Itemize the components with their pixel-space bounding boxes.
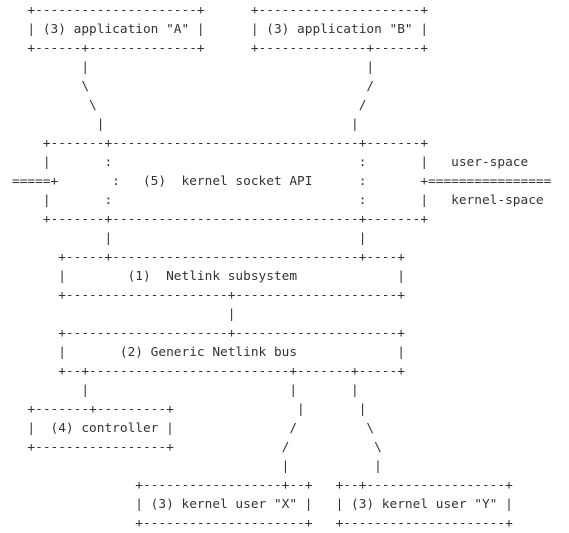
diagram-line: | : : | kernel-space: [12, 193, 544, 208]
diagram-line: +-----+--------------------------------+…: [12, 250, 405, 265]
diagram-line: | |: [12, 459, 382, 474]
diagram-line: | |: [12, 231, 367, 246]
diagram-line: +------+--------------+ +--------------+…: [12, 41, 429, 56]
diagram-line: | : : | user-space: [12, 155, 529, 170]
diagram-line: +--+--------------------------+-------+-…: [12, 364, 405, 379]
diagram-line: | (4) controller | / \: [12, 421, 375, 436]
diagram-line: | | |: [12, 383, 359, 398]
diagram-line: \ /: [12, 79, 375, 94]
diagram-line: | (3) application "A" | | (3) applicatio…: [12, 22, 429, 37]
diagram-line: +---------------------+ +---------------…: [12, 516, 513, 531]
diagram-line: +---------------------+-----------------…: [12, 326, 405, 341]
diagram-line: +---------------------+ +---------------…: [12, 3, 429, 18]
diagram-line: +-----------------+ / \: [12, 440, 382, 455]
diagram-line: +-------+---------+ | |: [12, 402, 367, 417]
diagram-line: | |: [12, 117, 359, 132]
diagram-line: +------------------+--+ +--+------------…: [12, 478, 513, 493]
diagram-line: +---------------------+-----------------…: [12, 288, 405, 303]
diagram-line: \ /: [12, 98, 367, 113]
diagram-line: |: [12, 307, 236, 322]
diagram-line: | (3) kernel user "X" | | (3) kernel use…: [12, 497, 513, 512]
diagram-line: | (2) Generic Netlink bus |: [12, 345, 405, 360]
netlink-architecture-diagram: +---------------------+ +---------------…: [12, 1, 551, 533]
diagram-line: =====+ : (5) kernel socket API : +======…: [12, 174, 552, 189]
diagram-line: | |: [12, 60, 375, 75]
diagram-line: | (1) Netlink subsystem |: [12, 269, 405, 284]
diagram-line: +-------+-------------------------------…: [12, 136, 429, 151]
diagram-line: +-------+-------------------------------…: [12, 212, 429, 227]
